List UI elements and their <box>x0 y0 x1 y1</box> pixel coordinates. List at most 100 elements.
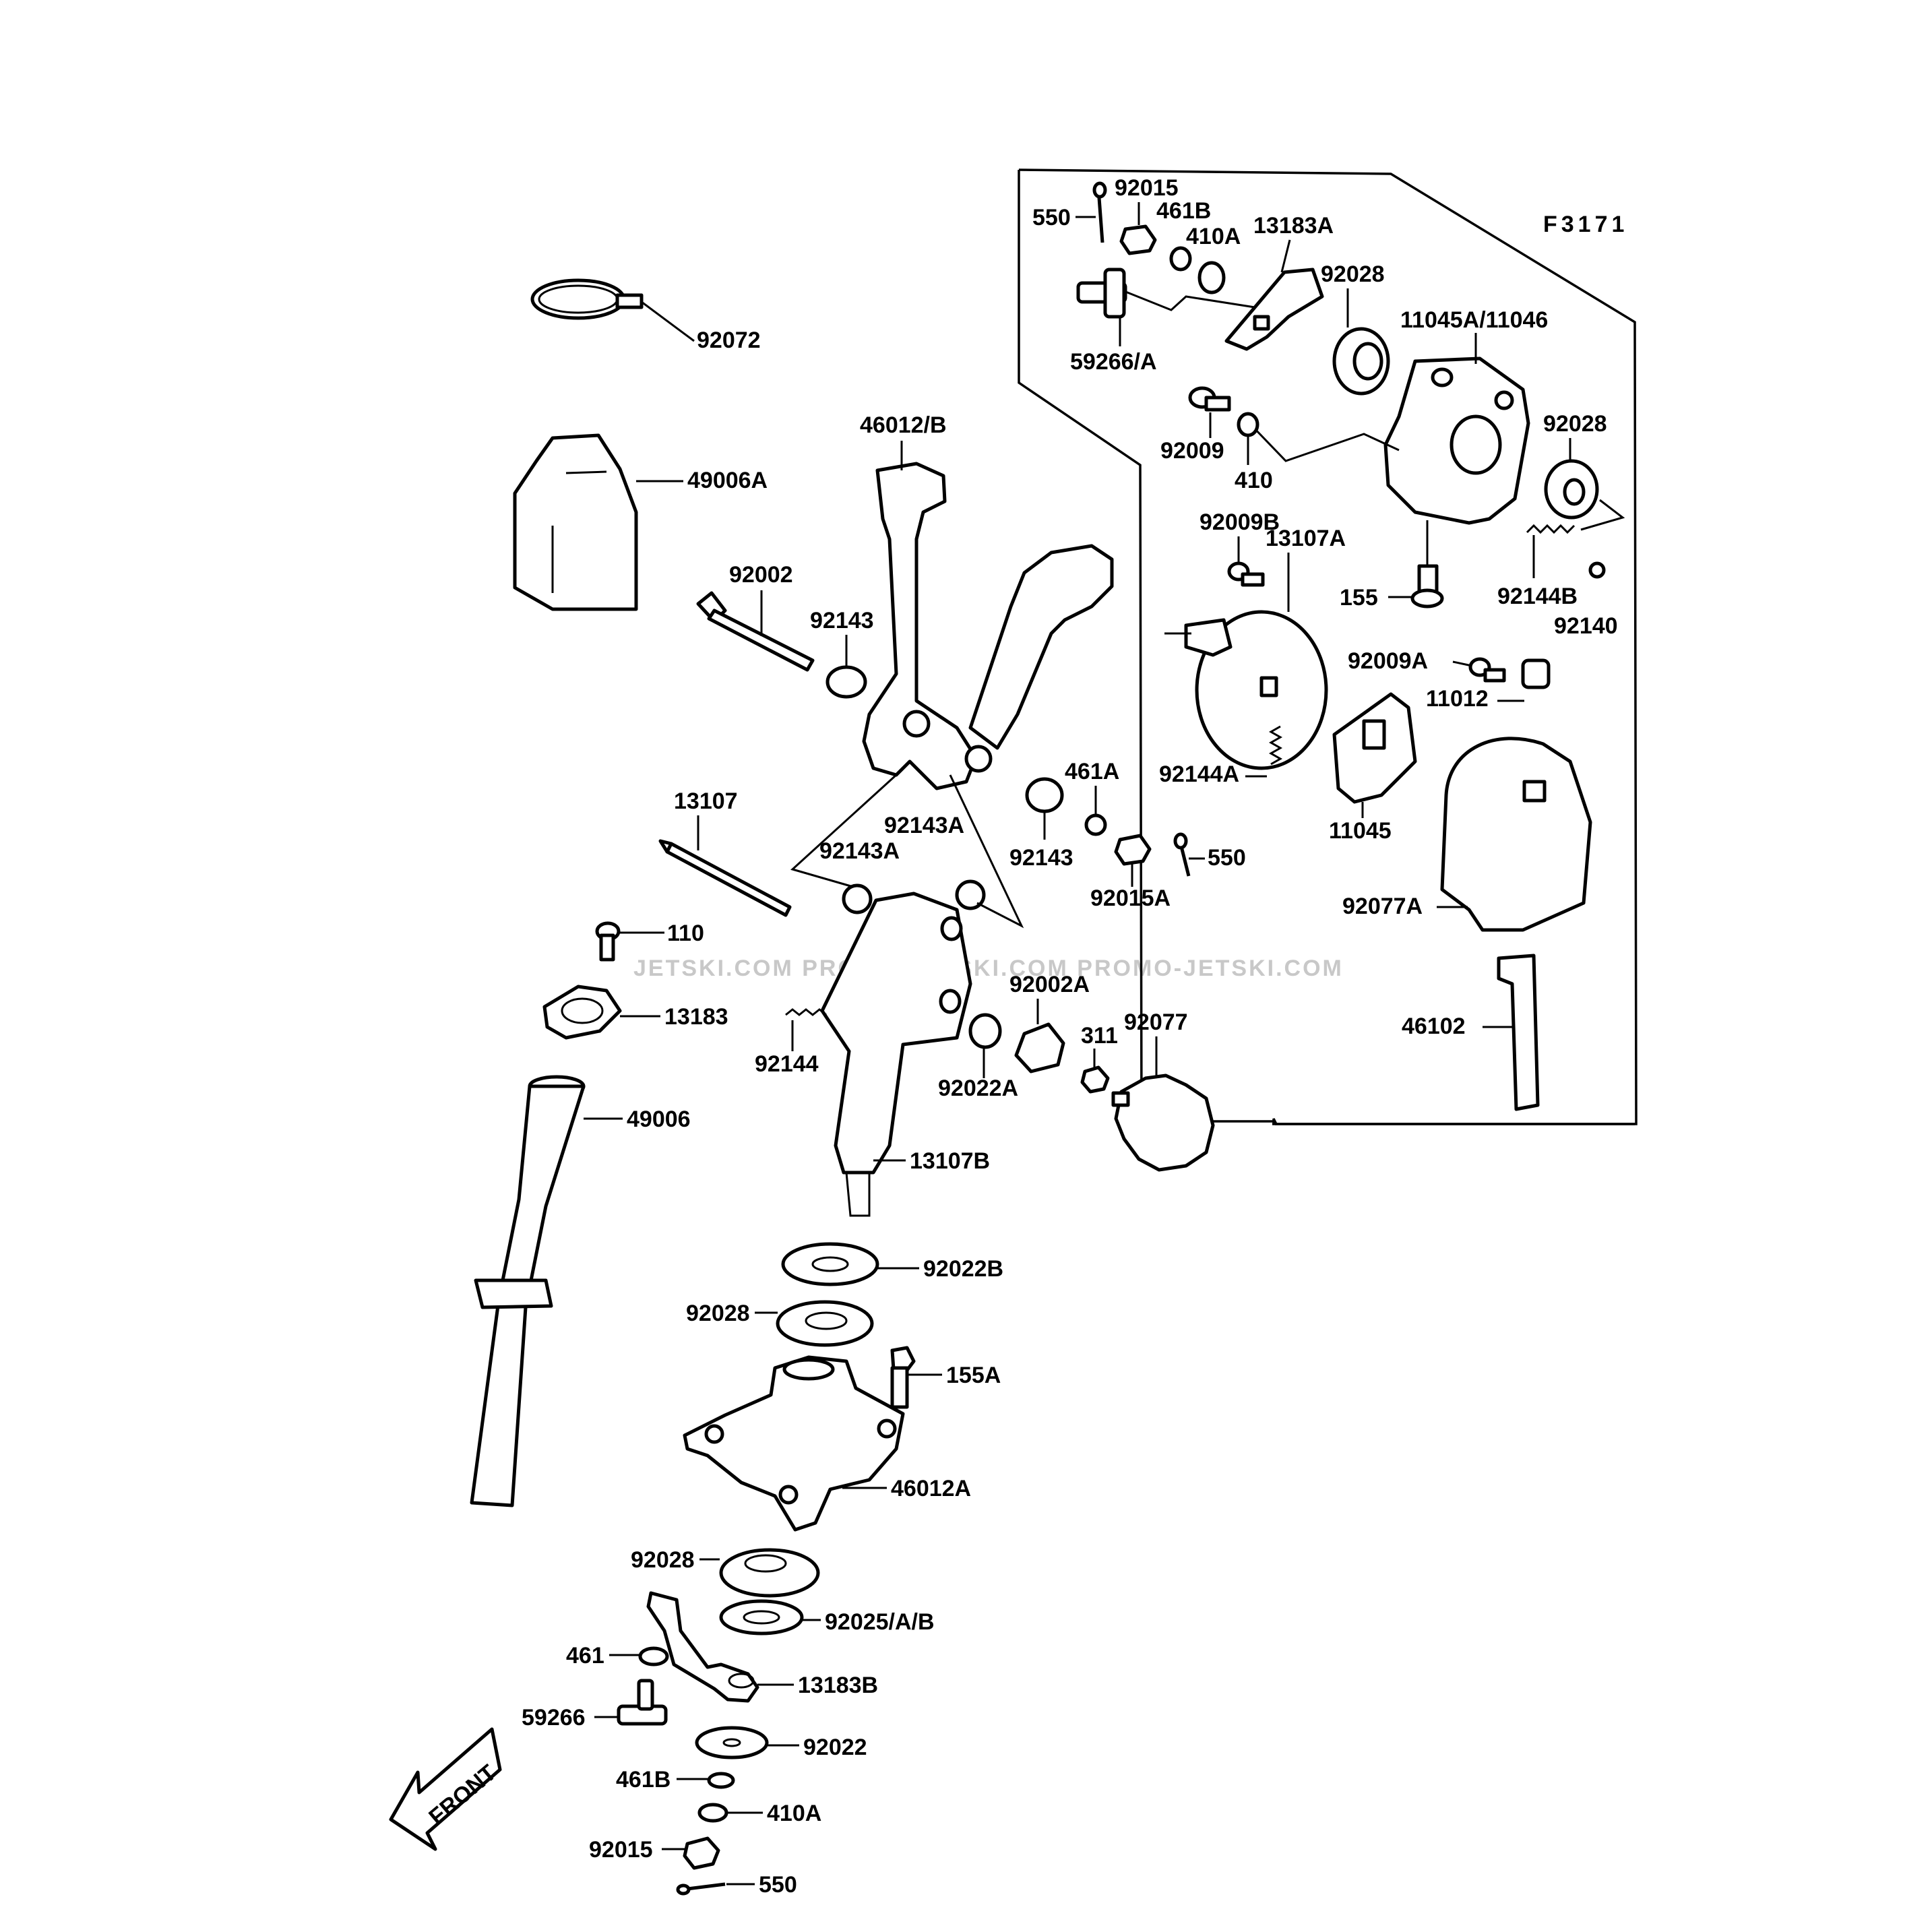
label-461B-bottom: 461B <box>616 1767 671 1793</box>
nut-92002A <box>1014 1022 1065 1073</box>
bracket-46012B <box>862 462 1114 790</box>
front-arrow <box>389 1727 502 1851</box>
label-13183B: 13183B <box>798 1673 878 1698</box>
bushing-92143-b <box>1025 777 1064 813</box>
label-92028-a: 92028 <box>1321 261 1385 287</box>
label-13183A: 13183A <box>1253 213 1334 239</box>
label-92143A-b: 92143A <box>884 813 964 838</box>
label-92143A-a: 92143A <box>819 838 900 864</box>
washer-92022 <box>695 1726 769 1759</box>
bolt-92002 <box>696 591 815 672</box>
label-59266: 59266 <box>522 1705 586 1731</box>
label-410A-top: 410A <box>1186 224 1241 249</box>
label-13107B: 13107B <box>910 1148 990 1174</box>
washer-92022A <box>968 1013 1002 1049</box>
label-92015-top: 92015 <box>1115 175 1179 201</box>
label-110: 110 <box>667 921 704 946</box>
washer-92028-c <box>776 1300 874 1347</box>
washer-92143A-a <box>842 883 873 914</box>
washer-461A <box>1084 813 1107 836</box>
label-92002A: 92002A <box>1009 972 1090 997</box>
label-92009B: 92009B <box>1199 509 1280 535</box>
label-92072: 92072 <box>697 328 761 353</box>
label-11012: 11012 <box>1426 686 1489 712</box>
bolt-155 <box>1410 564 1444 609</box>
label-92140: 92140 <box>1554 613 1618 639</box>
label-92143-a: 92143 <box>810 608 874 633</box>
label-13107: 13107 <box>674 788 738 814</box>
label-49006: 49006 <box>627 1107 691 1132</box>
label-11045A: 11045A/11046 <box>1400 307 1548 333</box>
bushing-92028-a <box>1332 327 1390 396</box>
label-311: 311 <box>1081 1023 1118 1049</box>
spring-92144 <box>785 1008 827 1016</box>
spring-92144A <box>1268 725 1283 766</box>
label-92143-b: 92143 <box>1009 845 1073 871</box>
label-92015-bottom: 92015 <box>589 1837 653 1863</box>
bolt-92009B <box>1227 561 1265 587</box>
fitting-59266 <box>617 1679 668 1726</box>
bushing-92143-a <box>825 665 867 699</box>
gasket-13183 <box>542 985 622 1040</box>
label-92002: 92002 <box>729 562 793 588</box>
shaft-13107B <box>820 892 972 1217</box>
lever-46102 <box>1497 954 1540 1111</box>
label-410: 410 <box>1235 468 1273 493</box>
washer-410 <box>1237 412 1259 437</box>
bolt-155A <box>890 1346 916 1409</box>
cap-11012 <box>1521 658 1551 689</box>
label-92077: 92077 <box>1124 1009 1188 1035</box>
knob-housing-92077A <box>1440 737 1592 932</box>
washer-461B-top <box>1169 246 1192 272</box>
watermark: JETSKI.COM PROMO-JETSKI.COM PROMO-JETSKI… <box>633 956 1344 981</box>
cotter-pin-550-top <box>1092 181 1107 243</box>
label-550-top: 550 <box>1032 205 1071 230</box>
label-92144: 92144 <box>755 1051 819 1077</box>
label-92009: 92009 <box>1160 438 1224 464</box>
label-410A-bottom: 410A <box>767 1801 821 1826</box>
label-461A: 461A <box>1065 759 1119 784</box>
spring-92144B <box>1526 524 1576 534</box>
tube-49006 <box>470 1075 586 1507</box>
label-92022A: 92022A <box>938 1076 1018 1101</box>
castle-nut-92015A <box>1114 834 1152 866</box>
label-46012A: 46012A <box>891 1476 971 1501</box>
bolt-92009 <box>1188 386 1231 412</box>
label-461B-top: 461B <box>1156 198 1211 224</box>
label-155: 155 <box>1340 585 1378 611</box>
washer-410A-bottom <box>697 1803 728 1823</box>
label-92028-b: 92028 <box>1543 411 1607 437</box>
cotter-pin-550-mid <box>1173 832 1191 877</box>
lever-13183B <box>646 1591 759 1703</box>
label-46012B: 46012/B <box>860 412 947 438</box>
clamp-92072 <box>530 278 644 320</box>
label-550-mid: 550 <box>1208 845 1246 871</box>
label-46102: 46102 <box>1402 1014 1466 1039</box>
label-550-bottom: 550 <box>759 1872 797 1898</box>
label-461: 461 <box>566 1643 604 1669</box>
label-155A: 155A <box>946 1363 1001 1388</box>
label-92028-c: 92028 <box>686 1301 750 1326</box>
washer-92143A-b <box>955 879 986 910</box>
bolt-92009A <box>1468 657 1506 683</box>
label-92009A: 92009A <box>1348 648 1428 674</box>
cotter-pin-550-bottom <box>676 1882 726 1896</box>
washer-92028-d <box>719 1548 820 1598</box>
plate-11045 <box>1332 692 1417 804</box>
label-92025: 92025/A/B <box>825 1609 935 1635</box>
washer-410A-top <box>1197 261 1226 294</box>
castle-nut-92015-top <box>1119 224 1157 255</box>
bolt-110 <box>595 921 621 962</box>
label-13183: 13183 <box>664 1004 728 1030</box>
bushing-92028-b <box>1544 459 1599 520</box>
label-59266A: 59266/A <box>1070 349 1157 375</box>
label-92028-d: 92028 <box>631 1547 695 1573</box>
label-92144A: 92144A <box>1159 761 1239 787</box>
washer-461B-bottom <box>707 1772 735 1789</box>
washer-92025 <box>719 1599 804 1635</box>
ball-92140 <box>1588 561 1606 579</box>
lever-13183A <box>1224 268 1324 351</box>
base-46012A <box>683 1355 905 1532</box>
fitting-59266A <box>1076 268 1127 319</box>
knob-92077 <box>1111 1073 1215 1172</box>
